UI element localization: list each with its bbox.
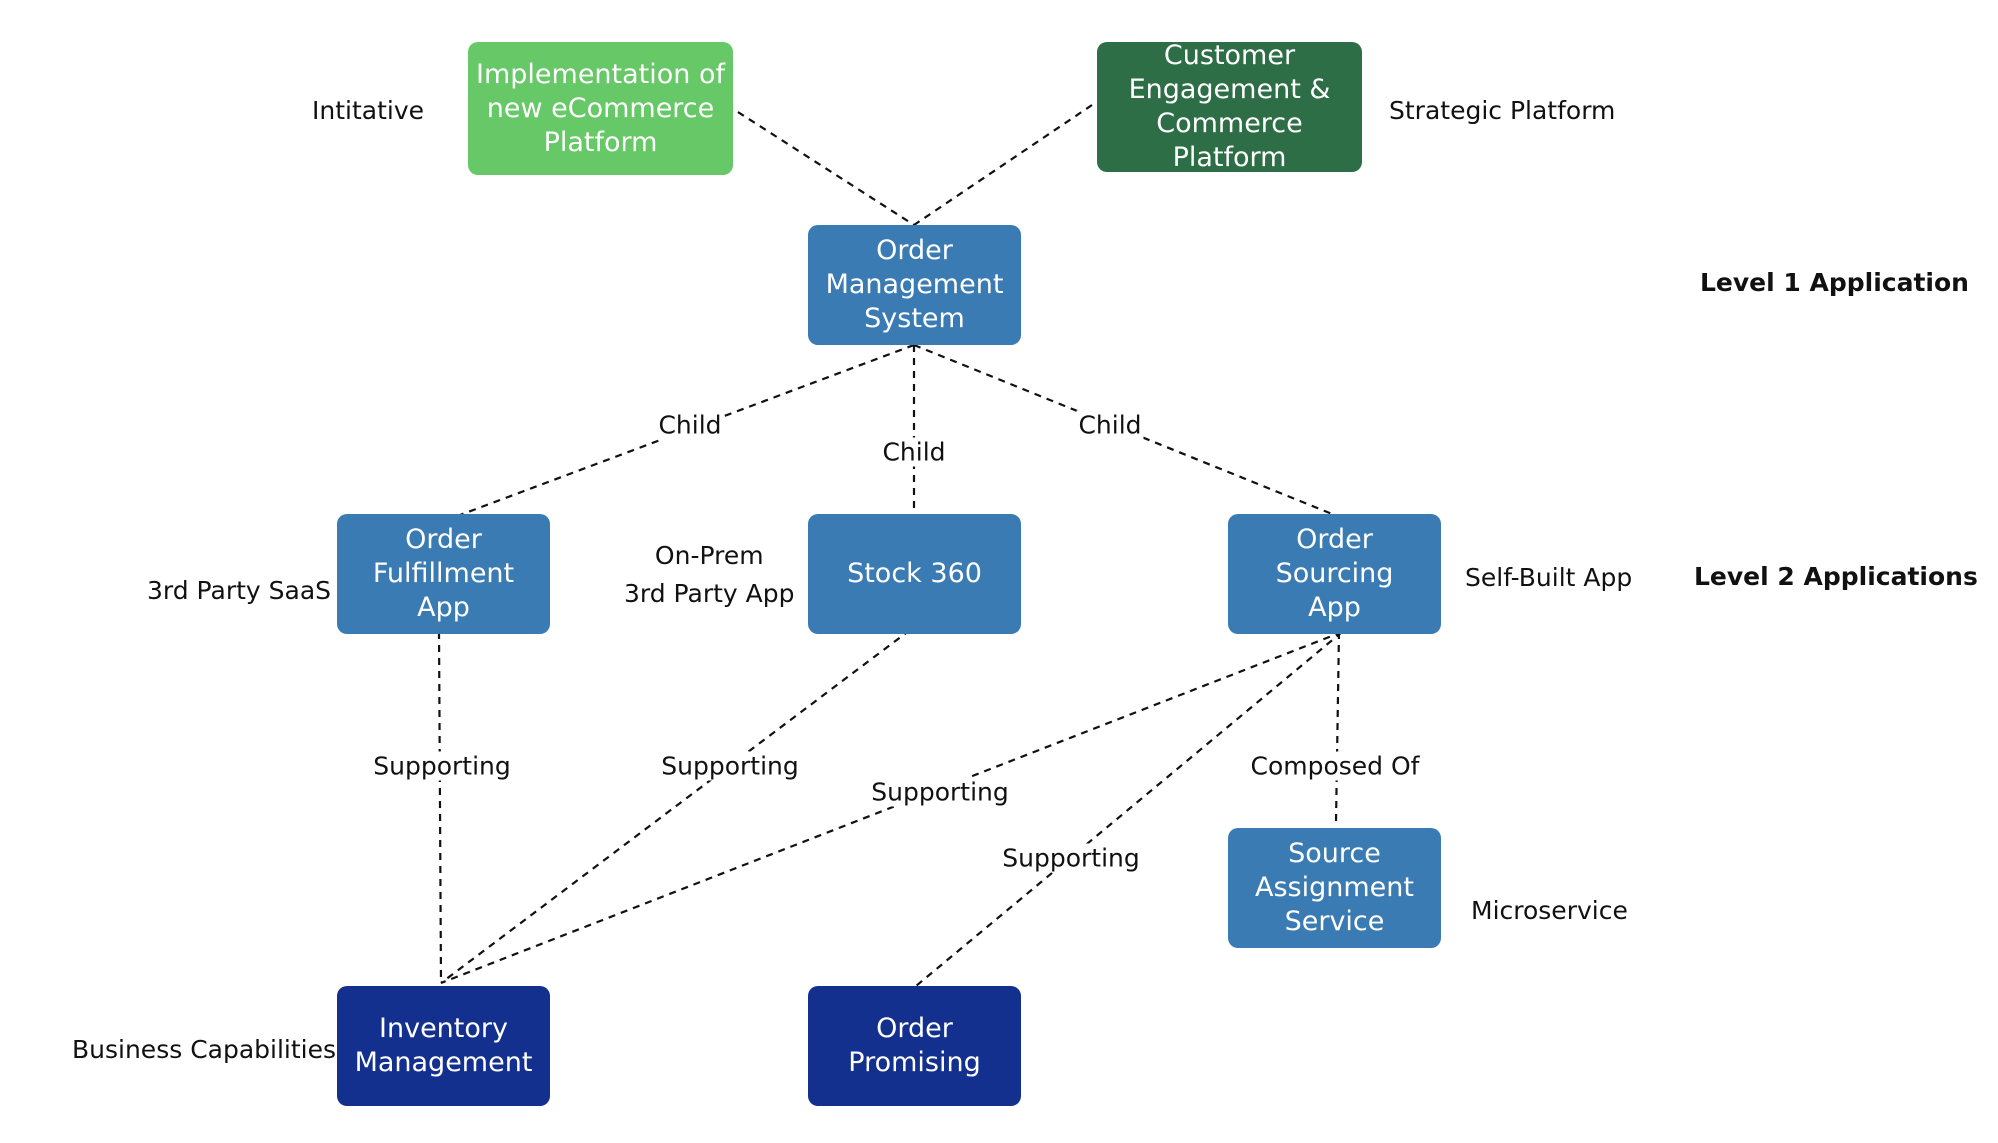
node-ecommerce-initiative[interactable]: Implementation of new eCommerce Platform (468, 42, 733, 175)
edge-label-supporting-fulfillment: Supporting (371, 751, 513, 781)
node-order-management-system[interactable]: Order Management System (808, 225, 1021, 345)
annotation-initiative: Intitative (312, 96, 425, 125)
node-stock360-label: Stock 360 (847, 558, 982, 589)
edge-label-child-left: Child (656, 410, 724, 440)
level-1-label: Level 1 Application (1700, 268, 1969, 297)
node-inventory-management-label: Inventory Management (354, 1013, 533, 1078)
edge-fulfillment-inventory (437, 631, 443, 984)
edge-oms-fulfillment (451, 343, 915, 520)
node-order-sourcing-label: Order Sourcing App (1275, 524, 1394, 623)
edge-label-composed-of: Composed Of (1248, 751, 1422, 781)
node-customer-engagement-label: Customer Engagement & Commerce Platform (1128, 40, 1331, 173)
edge-label-supporting-sourcing-inventory: Supporting (869, 777, 1011, 807)
annotation-business-capabilities: Business Capabilities (72, 1035, 337, 1064)
edge-sourcing-sourceassignment (1334, 631, 1341, 823)
level-2-label: Level 2 Applications (1694, 562, 1978, 591)
annotation-microservice: Microservice (1471, 896, 1628, 925)
node-source-assignment-label: Source Assignment Service (1255, 838, 1414, 937)
edge-label-child-center: Child (880, 437, 948, 467)
node-order-fulfillment-label: Order Fulfillment App (372, 524, 515, 623)
node-ecommerce-label: Implementation of new eCommerce Platform (476, 58, 725, 158)
node-order-sourcing-app[interactable]: Order Sourcing App (1228, 514, 1441, 634)
node-oms-label: Order Management System (825, 235, 1004, 334)
annotation-on-prem: On-Prem 3rd Party App (624, 541, 795, 608)
node-order-promising[interactable]: Order Promising (808, 986, 1021, 1106)
node-stock-360[interactable]: Stock 360 (808, 514, 1021, 634)
node-order-promising-label: Order Promising (848, 1013, 981, 1078)
edge-sourcing-promising (915, 631, 1343, 987)
node-order-fulfillment-app[interactable]: Order Fulfillment App (337, 514, 550, 634)
edge-sourcing-inventory (440, 630, 1343, 985)
edge-ecommerce-oms (726, 104, 915, 226)
edge-label-supporting-sourcing-promising: Supporting (1000, 843, 1142, 873)
edge-stock360-inventory (440, 629, 911, 984)
annotation-strategic-platform: Strategic Platform (1389, 96, 1616, 125)
node-customer-engagement[interactable]: Customer Engagement & Commerce Platform (1097, 40, 1362, 173)
edge-label-child-right: Child (1076, 410, 1144, 440)
annotation-self-built: Self-Built App (1465, 563, 1633, 592)
node-inventory-management[interactable]: Inventory Management (337, 986, 550, 1106)
edge-customer-oms (913, 104, 1093, 226)
annotation-third-party-saas: 3rd Party SaaS (147, 576, 332, 605)
edge-label-supporting-stock360: Supporting (659, 751, 801, 781)
node-source-assignment-service[interactable]: Source Assignment Service (1228, 828, 1441, 948)
